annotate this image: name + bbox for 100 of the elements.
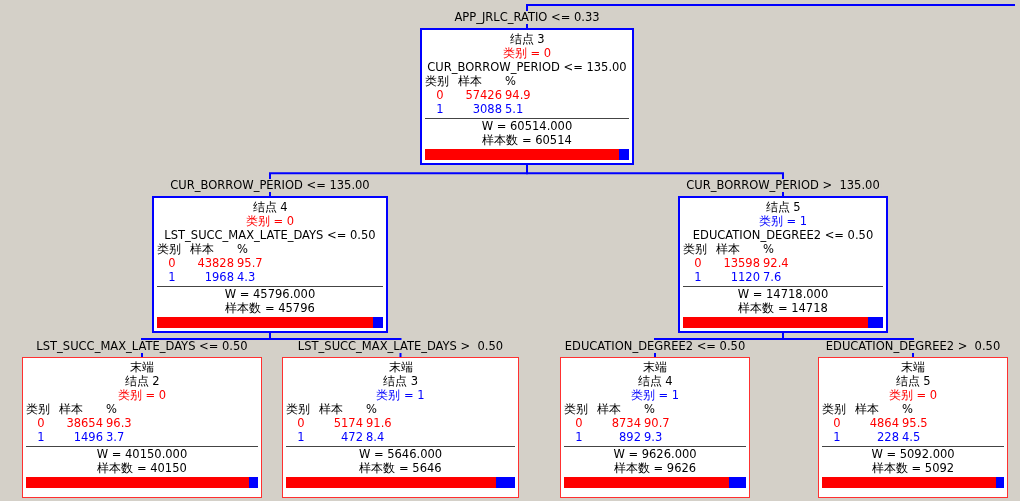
terminal-node-box <box>818 357 1008 498</box>
table-cell-text: 4.5 <box>902 430 922 444</box>
node-title: 结点 3 <box>508 32 546 46</box>
table-cell-text: 3.7 <box>106 430 126 444</box>
table-cell-text: 1 <box>574 430 584 444</box>
predicted-class: 类别 = 0 <box>501 46 553 60</box>
table-header-cell-text: % <box>237 242 249 256</box>
sample-count: 样本数 = 9626 <box>612 461 698 475</box>
predicted-class: 类别 = 1 <box>375 388 426 402</box>
table-cell-text: 4864 <box>868 416 899 430</box>
table-header-cell-text: % <box>505 74 517 88</box>
tree-connector <box>526 4 1016 29</box>
table-cell-text: 96.3 <box>106 416 133 430</box>
table-cell-text: 1 <box>167 270 177 284</box>
table-cell-text: 95.7 <box>237 256 264 270</box>
edge-label: CUR_BORROW_PERIOD > 135.00 <box>684 179 882 192</box>
weight-text: W = 40150.000 <box>95 447 189 461</box>
table-header-cell-text: % <box>366 402 378 416</box>
table-cell-text: 1 <box>832 430 842 444</box>
sample-count: 样本数 = 45796 <box>224 301 316 315</box>
decision-node-box <box>678 196 888 333</box>
node-title: 结点 5 <box>764 200 802 214</box>
table-cell-text: 0 <box>435 88 445 102</box>
table-cell-text: 43828 <box>196 256 234 270</box>
table-cell-text: 90.7 <box>644 416 671 430</box>
table-header-cell-text: % <box>106 402 118 416</box>
table-cell-text: 0 <box>832 416 842 430</box>
split-rule: LST_SUCC_MAX_LATE_DAYS <= 0.50 <box>163 228 377 242</box>
table-header-cell-text: 样本 <box>597 402 622 416</box>
table-cell-text: 38654 <box>65 416 103 430</box>
predicted-class: 类别 = 0 <box>244 214 296 228</box>
table-cell-text: 0 <box>167 256 177 270</box>
table-cell-text: 5.1 <box>505 102 525 116</box>
table-cell-text: 13598 <box>722 256 760 270</box>
table-cell-text: 8.4 <box>366 430 386 444</box>
edge-label: APP_JRLC_RATIO <= 0.33 <box>452 11 602 24</box>
predicted-class: 类别 = 1 <box>629 388 681 402</box>
table-header-cell-text: 样本 <box>59 402 84 416</box>
edge-label: EDUCATION_DEGREE2 <= 0.50 <box>562 340 748 353</box>
table-cell-text: 1 <box>296 430 306 444</box>
sample-count: 样本数 = 60514 <box>481 133 573 147</box>
node-title: 结点 4 <box>251 200 289 214</box>
table-cell-text: 1 <box>435 102 445 116</box>
decision-node-box <box>152 196 388 333</box>
split-rule: CUR_BORROW_PERIOD <= 135.00 <box>426 60 628 74</box>
table-header-cell-text: 类别 <box>286 402 311 416</box>
table-cell-text: 3088 <box>471 102 502 116</box>
table-cell-text: 4.3 <box>237 270 257 284</box>
table-cell-text: 472 <box>340 430 363 444</box>
table-header-cell-text: 样本 <box>855 402 880 416</box>
split-rule: EDUCATION_DEGREE2 <= 0.50 <box>691 228 875 242</box>
table-header-cell-text: 类别 <box>425 74 450 88</box>
weight-text: W = 60514.000 <box>480 119 574 133</box>
table-header-cell-text: % <box>902 402 914 416</box>
node-title: 结点 4 <box>636 374 674 388</box>
table-cell-text: 57426 <box>464 88 502 102</box>
weight-text: W = 5646.000 <box>357 447 444 461</box>
sample-count: 样本数 = 5646 <box>358 461 443 475</box>
table-cell-text: 92.4 <box>763 256 790 270</box>
table-cell-text: 94.9 <box>505 88 532 102</box>
table-header-cell-text: 类别 <box>822 402 847 416</box>
table-header-cell-text: 样本 <box>716 242 741 256</box>
table-header-cell-text: 类别 <box>564 402 589 416</box>
table-cell-text: 9.3 <box>644 430 664 444</box>
weight-text: W = 45796.000 <box>223 287 317 301</box>
predicted-class: 类别 = 0 <box>116 388 168 402</box>
node-title: 结点 2 <box>123 374 161 388</box>
table-cell-text: 892 <box>618 430 641 444</box>
sample-count: 样本数 = 5092 <box>870 461 956 475</box>
predicted-class: 类别 = 0 <box>887 388 939 402</box>
terminal-node-box <box>22 357 262 498</box>
table-cell-text: 95.5 <box>902 416 929 430</box>
sample-count: 样本数 = 40150 <box>96 461 188 475</box>
edge-label: CUR_BORROW_PERIOD <= 135.00 <box>168 179 372 192</box>
table-cell-text: 7.6 <box>763 270 783 284</box>
terminal-label: 末端 <box>642 360 668 374</box>
terminal-node-box <box>560 357 750 498</box>
table-cell-text: 1496 <box>72 430 103 444</box>
edge-label: LST_SUCC_MAX_LATE_DAYS <= 0.50 <box>34 340 250 353</box>
predicted-class: 类别 = 1 <box>757 214 809 228</box>
table-cell-text: 0 <box>36 416 46 430</box>
table-cell-text: 91.6 <box>366 416 393 430</box>
table-header-cell-text: 类别 <box>157 242 182 256</box>
weight-text: W = 14718.000 <box>736 287 830 301</box>
table-cell-text: 1120 <box>729 270 760 284</box>
node-title: 结点 3 <box>382 374 419 388</box>
table-cell-text: 1 <box>693 270 703 284</box>
table-header-cell-text: 类别 <box>683 242 708 256</box>
table-cell-text: 8734 <box>610 416 641 430</box>
terminal-label: 末端 <box>387 360 414 374</box>
table-header-cell-text: % <box>644 402 656 416</box>
decision-node-box <box>420 28 634 165</box>
table-header-cell-text: 类别 <box>26 402 51 416</box>
table-cell-text: 1968 <box>203 270 234 284</box>
terminal-node-box <box>282 357 519 498</box>
edge-label: EDUCATION_DEGREE2 > 0.50 <box>823 340 1003 353</box>
table-cell-text: 228 <box>876 430 899 444</box>
table-header-cell-text: % <box>763 242 775 256</box>
terminal-label: 末端 <box>129 360 155 374</box>
table-cell-text: 5174 <box>332 416 363 430</box>
